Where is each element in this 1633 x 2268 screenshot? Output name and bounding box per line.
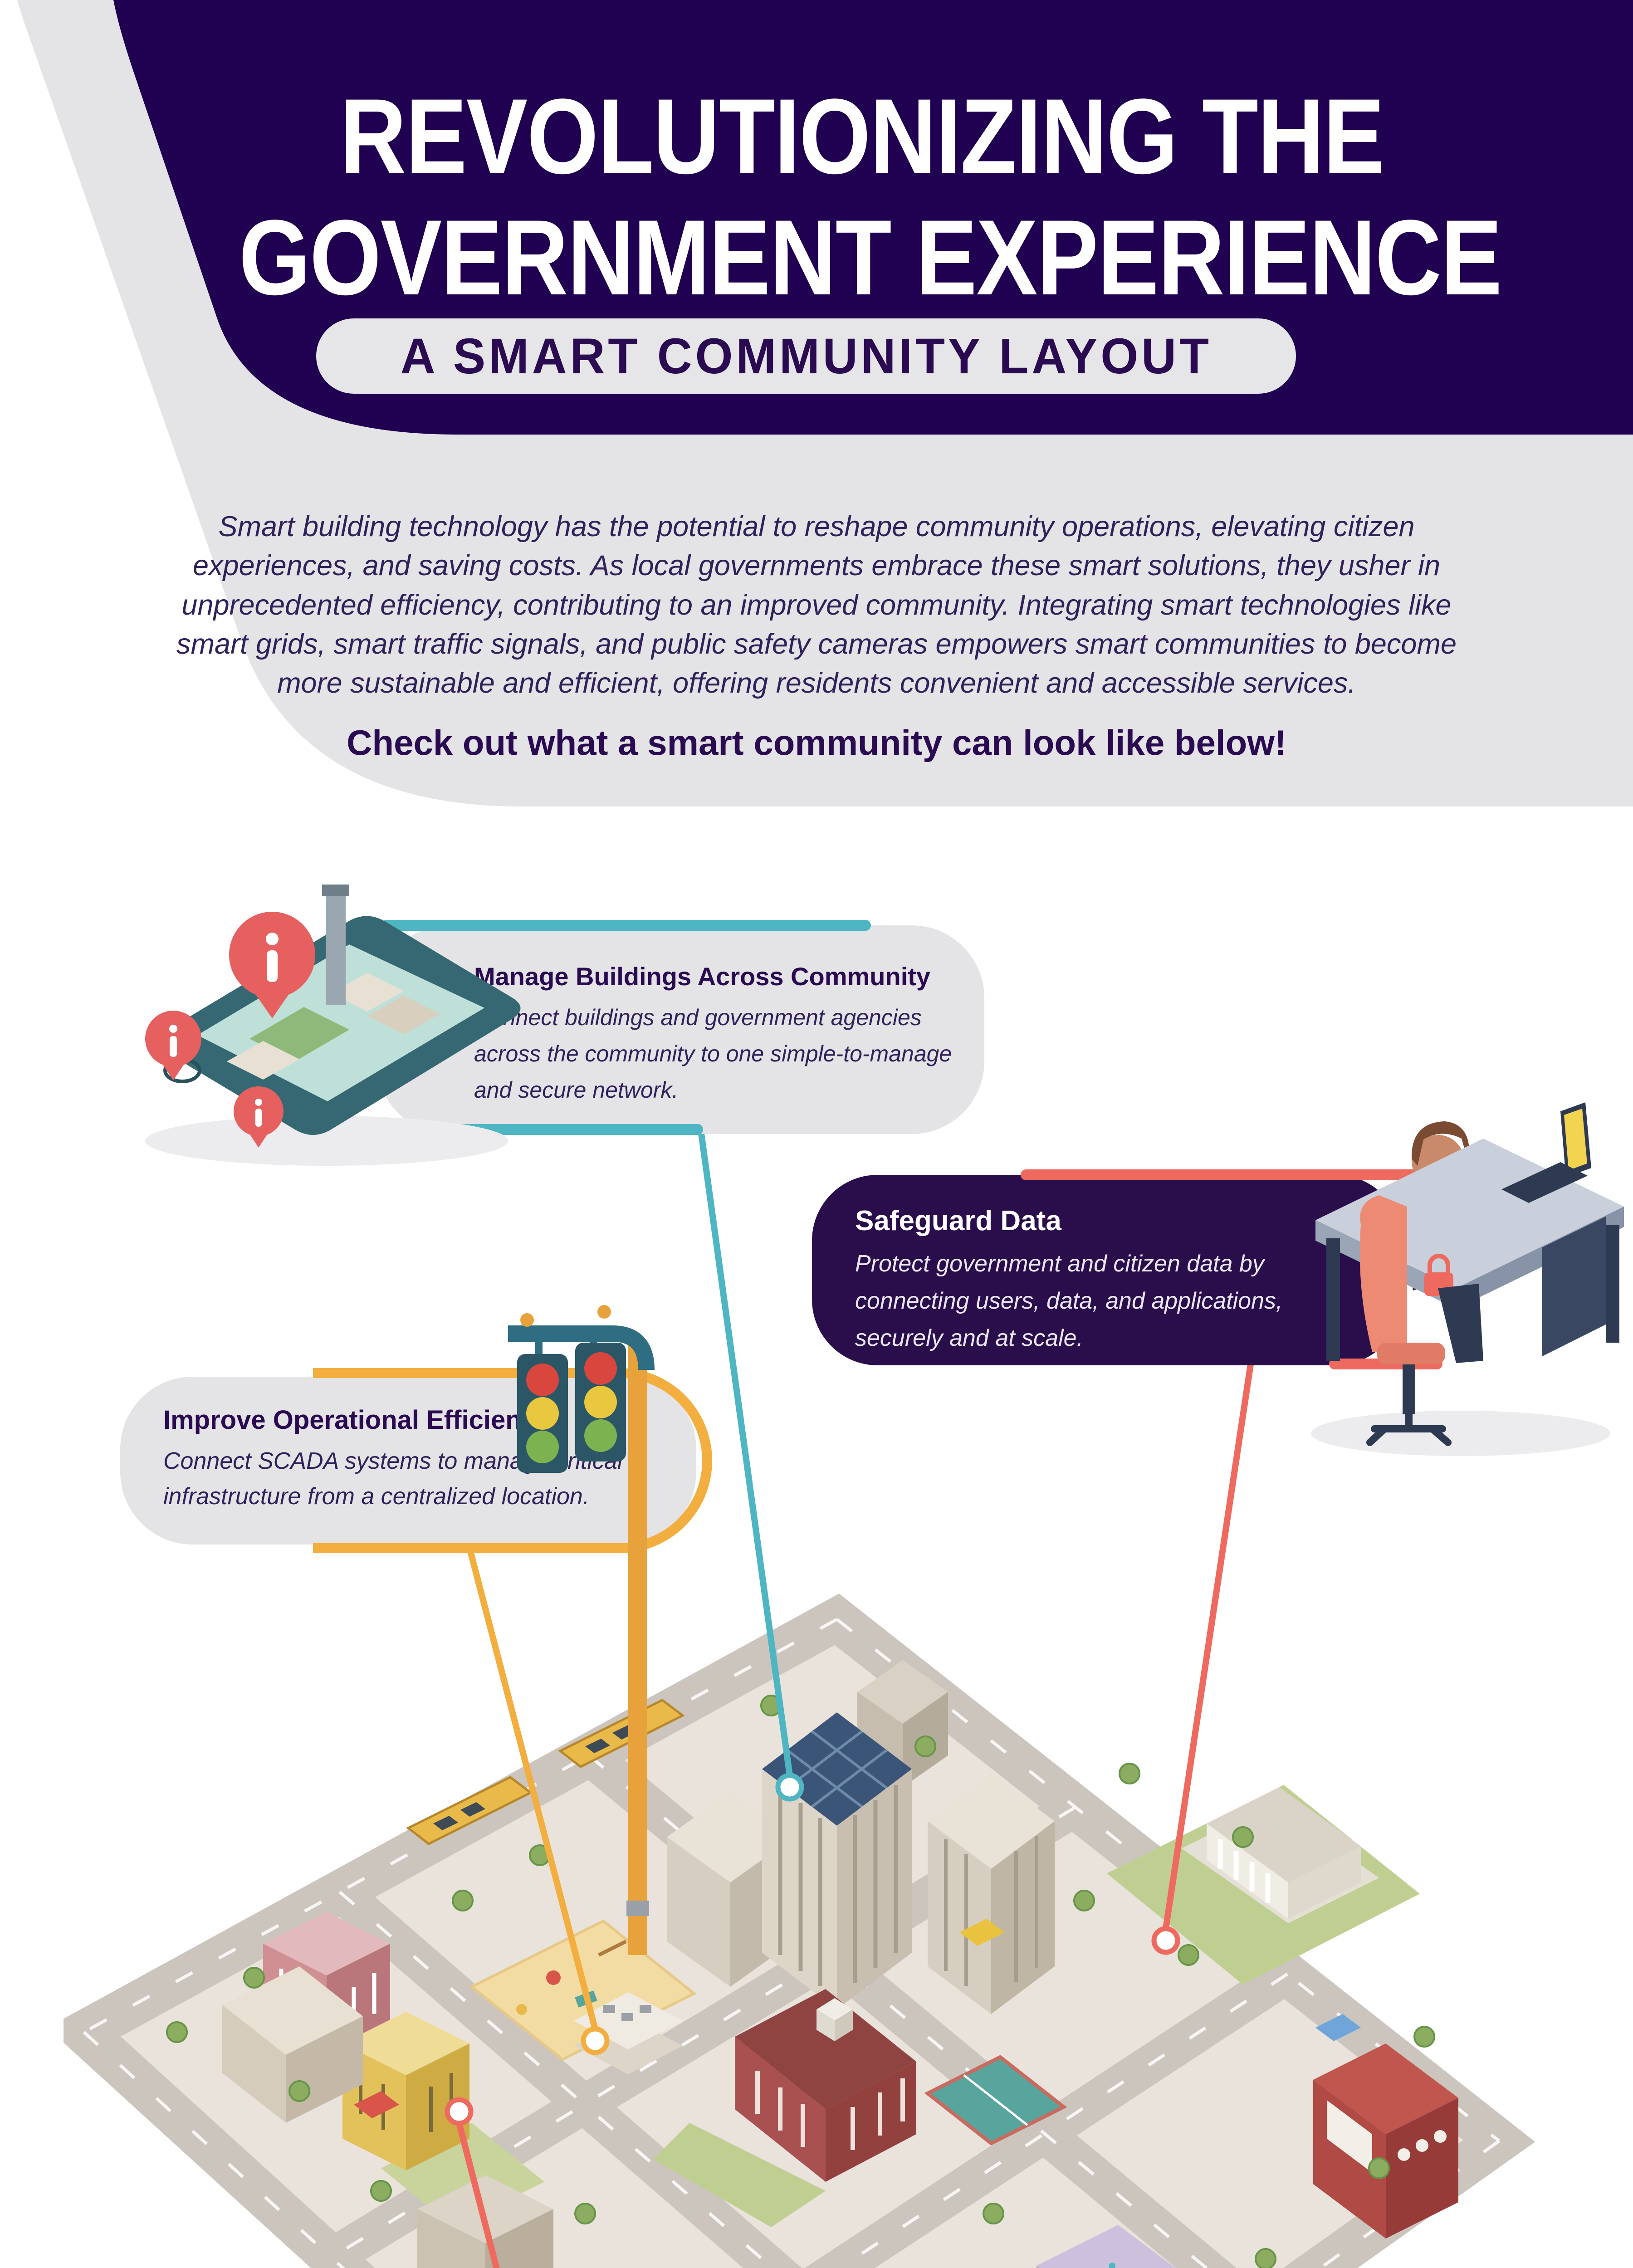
map-school-building [735, 1989, 916, 2182]
map-commercial-building [1313, 2043, 1458, 2239]
map-hospital-building: HOSPITAL [1037, 2225, 1176, 2268]
intro-paragraph: Smart building technology has the potent… [176, 511, 1457, 699]
map-basketball-court [924, 2055, 1067, 2146]
info-pin-icon [234, 1086, 284, 1148]
cta-line: Check out what a smart community can loo… [347, 723, 1286, 763]
accent-salmon-top-safeguard [1021, 1169, 1424, 1180]
person-at-desk-illustration [1311, 1102, 1624, 1456]
traffic-light-illustration [508, 1305, 655, 1955]
city-map-illustration: HOSPITAL [64, 1593, 1535, 2268]
callout-body: Connect buildings and government agencie… [474, 1005, 952, 1103]
callout-safeguard-data: Safeguard Data Protect government and ci… [812, 1175, 1402, 1365]
page-title-line1: REVOLUTIONIZING THE [340, 77, 1384, 196]
info-pin-icon [145, 1011, 201, 1080]
traffic-signal-head [575, 1343, 626, 1461]
callout-title: Manage Buildings Across Community [474, 962, 931, 991]
callout-title: Safeguard Data [855, 1205, 1061, 1237]
accent-teal-top-manage [381, 920, 871, 931]
callout-body: Protect government and citizen data by c… [855, 1251, 1283, 1352]
subtitle-pill: A SMART COMMUNITY LAYOUT [316, 318, 1296, 394]
map-office-towers [667, 1660, 1055, 2014]
map-cars [354, 1919, 1361, 2118]
traffic-signal-head [517, 1354, 568, 1473]
smart-city-phone-illustration [145, 885, 521, 1166]
info-pin-icon [229, 912, 315, 1018]
page-title-line2: GOVERNMENT EXPERIENCE [239, 197, 1502, 318]
subtitle-text: A SMART COMMUNITY LAYOUT [400, 328, 1212, 384]
page-title: REVOLUTIONIZING THE GOVERNMENT EXPERIENC… [136, 76, 1588, 318]
